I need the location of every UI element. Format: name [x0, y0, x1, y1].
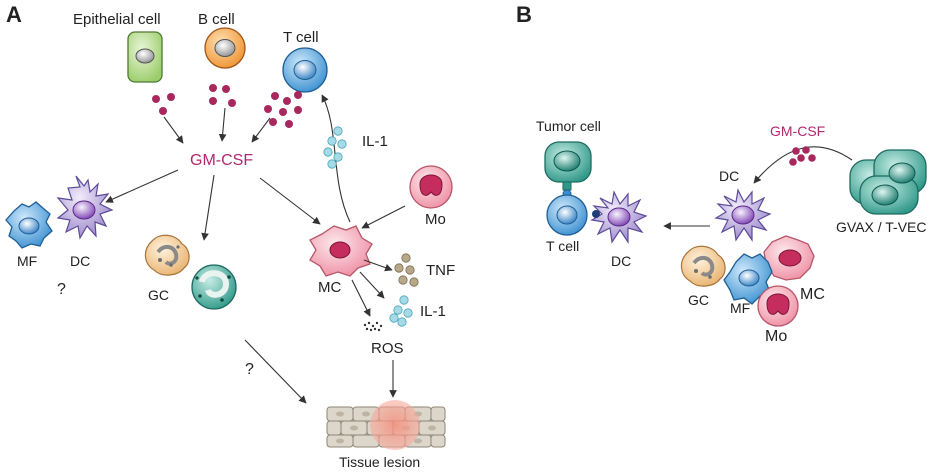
- monocyte-icon: [409, 165, 453, 209]
- il1-bottom-label: IL-1: [420, 303, 446, 320]
- granulocyte-b-icon: [680, 245, 726, 287]
- eosinophil-icon: [191, 264, 237, 310]
- mc-label: MC: [318, 279, 341, 296]
- arrow-gmcsf-to-dc: [105, 169, 179, 203]
- gc-b-label: GC: [688, 292, 709, 308]
- ros-particles: [363, 321, 383, 332]
- gm-csf-label: GM-CSF: [190, 152, 253, 169]
- mo-label: Mo: [425, 211, 446, 228]
- panel-b-letter: B: [516, 2, 532, 27]
- panel-a-letter: A: [6, 2, 22, 27]
- tumor-cell-icon: [544, 141, 592, 183]
- gm-csf-b-particles: [789, 146, 816, 166]
- granulocyte-icon: [144, 234, 190, 276]
- il1-particles-top: [323, 126, 347, 169]
- gm-csf-b-label: GM-CSF: [770, 123, 825, 139]
- arrow-mc-to-il1: [359, 271, 385, 299]
- mc-b-label: MC: [800, 286, 825, 303]
- gc-label: GC: [148, 287, 169, 303]
- mf-b-label: MF: [730, 300, 750, 316]
- epithelial-cell-label: Epithelial cell: [73, 11, 161, 28]
- question-mark-1: ?: [57, 281, 66, 298]
- t-cell-icon: [282, 47, 328, 93]
- dc-top-label: DC: [719, 168, 739, 184]
- t-cell-b-label: T cell: [546, 238, 579, 254]
- arrow-gmcsf-to-mc: [259, 177, 321, 225]
- mast-cell-icon: [309, 225, 373, 277]
- gvax-label: GVAX / T-VEC: [836, 219, 927, 235]
- dendritic-cell-top-icon: [714, 188, 772, 242]
- gvax-tumor-cluster-icon: [849, 149, 927, 215]
- arrow-mc-to-ros: [351, 279, 371, 317]
- arrow-epithelial-to-gmcsf: [163, 116, 184, 144]
- question-mark-2: ?: [245, 361, 254, 378]
- arrow-gc-to-tissue: [244, 339, 307, 404]
- tnf-particles: [394, 253, 419, 287]
- tnf-label: TNF: [426, 262, 455, 279]
- tissue-lesion-label: Tissue lesion: [339, 454, 420, 470]
- t-cell-b-icon: [546, 194, 588, 236]
- il1-top-label: IL-1: [362, 133, 388, 150]
- dc-label: DC: [70, 253, 90, 269]
- ros-label: ROS: [371, 340, 404, 357]
- gm-csf-particles: [152, 84, 302, 128]
- arrow-gmcsf-to-gc: [201, 174, 215, 241]
- monocyte-b-icon: [757, 285, 799, 327]
- il1-particles-bottom: [389, 295, 413, 327]
- epithelial-cell-icon: [127, 31, 163, 83]
- macrophage-icon: [5, 201, 53, 249]
- mf-label: MF: [17, 253, 37, 269]
- mo-b-label: Mo: [765, 328, 787, 345]
- dendritic-cell-b-icon: [590, 190, 648, 244]
- macrophage-b-icon: [723, 253, 773, 305]
- arrow-bcell-to-gmcsf: [218, 107, 227, 142]
- dendritic-cell-icon: [56, 175, 114, 240]
- tissue-lesion-icon: [326, 400, 446, 450]
- b-cell-label: B cell: [198, 11, 235, 28]
- tumor-cell-label: Tumor cell: [536, 118, 601, 134]
- dc-bottom-label: DC: [611, 253, 631, 269]
- arrow-tcell-to-gmcsf: [251, 117, 271, 143]
- arrow-mo-to-mc: [361, 205, 406, 229]
- arrow-mc-to-tnf: [363, 259, 393, 272]
- t-cell-label: T cell: [283, 29, 319, 46]
- b-cell-icon: [204, 27, 246, 69]
